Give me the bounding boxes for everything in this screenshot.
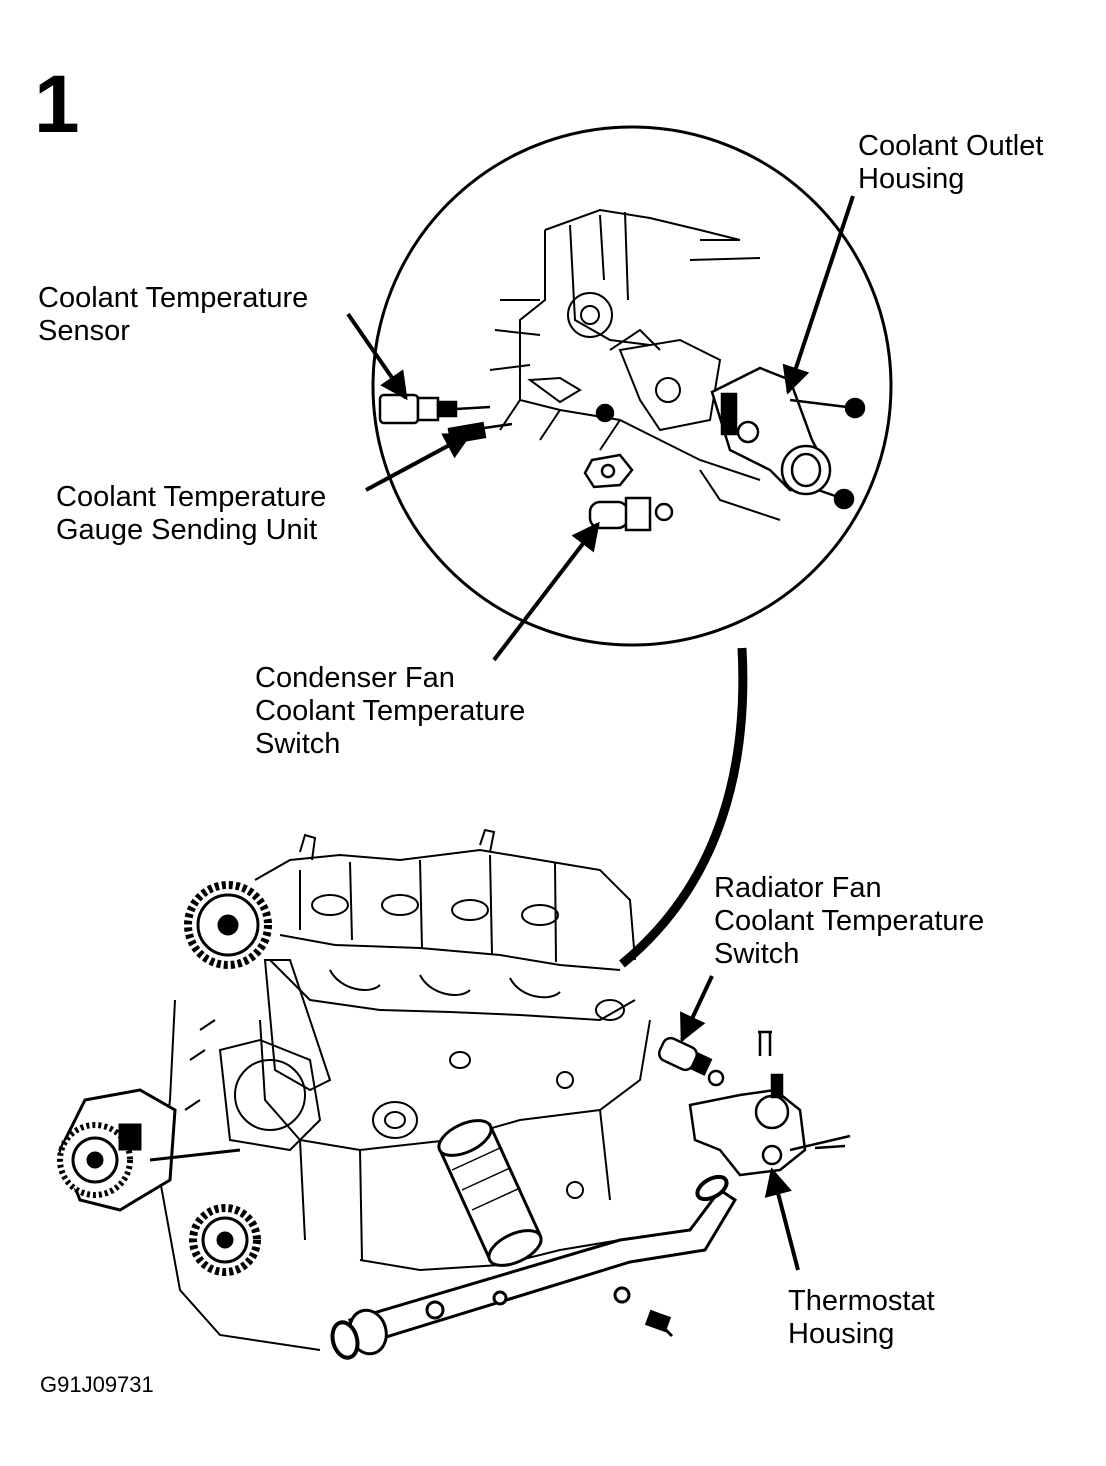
- figure-number: 1: [34, 59, 80, 150]
- label-line: Coolant Temperature: [255, 695, 526, 727]
- label-thermostat-housing: Thermostat Housing: [788, 1285, 935, 1351]
- arrow-radiator-fan-switch: [680, 975, 714, 1043]
- label-line: Gauge Sending Unit: [56, 514, 318, 546]
- label-line: Radiator Fan: [714, 872, 882, 904]
- label-gauge-sending-unit: Coolant Temperature Gauge Sending Unit: [56, 481, 326, 547]
- water-inlet-pipe: [330, 1174, 738, 1360]
- label-line: Coolant Temperature: [38, 282, 309, 314]
- coolant-temperature-sensor-part: [378, 393, 491, 425]
- label-line: Coolant Outlet: [858, 130, 1044, 162]
- radiator-fan-switch-part: [657, 1036, 725, 1087]
- arrow-gauge-sending-unit: [365, 432, 473, 492]
- label-radiator-fan-switch: Radiator Fan Coolant Temperature Switch: [714, 872, 984, 971]
- water-pump: [57, 1088, 241, 1212]
- label-line: Housing: [858, 163, 965, 195]
- condenser-fan-switch-part: [588, 496, 674, 532]
- label-coolant-temperature-sensor: Coolant Temperature Sensor: [38, 282, 308, 348]
- label-line: Coolant Temperature: [714, 905, 985, 937]
- coolant-outlet-housing-part: [710, 366, 866, 510]
- oil-filter: [437, 1119, 543, 1267]
- pipe-bolt: [644, 1309, 674, 1338]
- detail-bolt: [583, 403, 634, 489]
- label-line: Switch: [255, 728, 341, 760]
- detail-circle: [371, 125, 893, 647]
- label-line: Switch: [714, 938, 800, 970]
- arrow-condenser-fan-switch: [492, 521, 600, 662]
- label-line: Housing: [788, 1318, 895, 1350]
- label-condenser-fan-switch: Condenser Fan Coolant Temperature Switch: [255, 662, 525, 761]
- label-line: Condenser Fan: [255, 662, 455, 694]
- detail-engine-block: [489, 208, 781, 521]
- thermostat-housing-part: [688, 1030, 851, 1177]
- label-line: Thermostat: [788, 1285, 935, 1317]
- arrow-coolant-temperature-sensor: [346, 312, 408, 401]
- figure-code: G91J09731: [40, 1372, 154, 1397]
- label-line: Sensor: [38, 315, 130, 347]
- detail-connector: [619, 647, 748, 968]
- arrow-coolant-outlet-housing: [782, 195, 855, 395]
- crankshaft-sprocket: [189, 1204, 261, 1276]
- label-line: Coolant Temperature: [56, 481, 327, 513]
- label-coolant-outlet-housing: Coolant Outlet Housing: [858, 130, 1043, 196]
- camshaft-sprocket: [184, 881, 272, 969]
- arrow-thermostat-housing: [764, 1167, 800, 1271]
